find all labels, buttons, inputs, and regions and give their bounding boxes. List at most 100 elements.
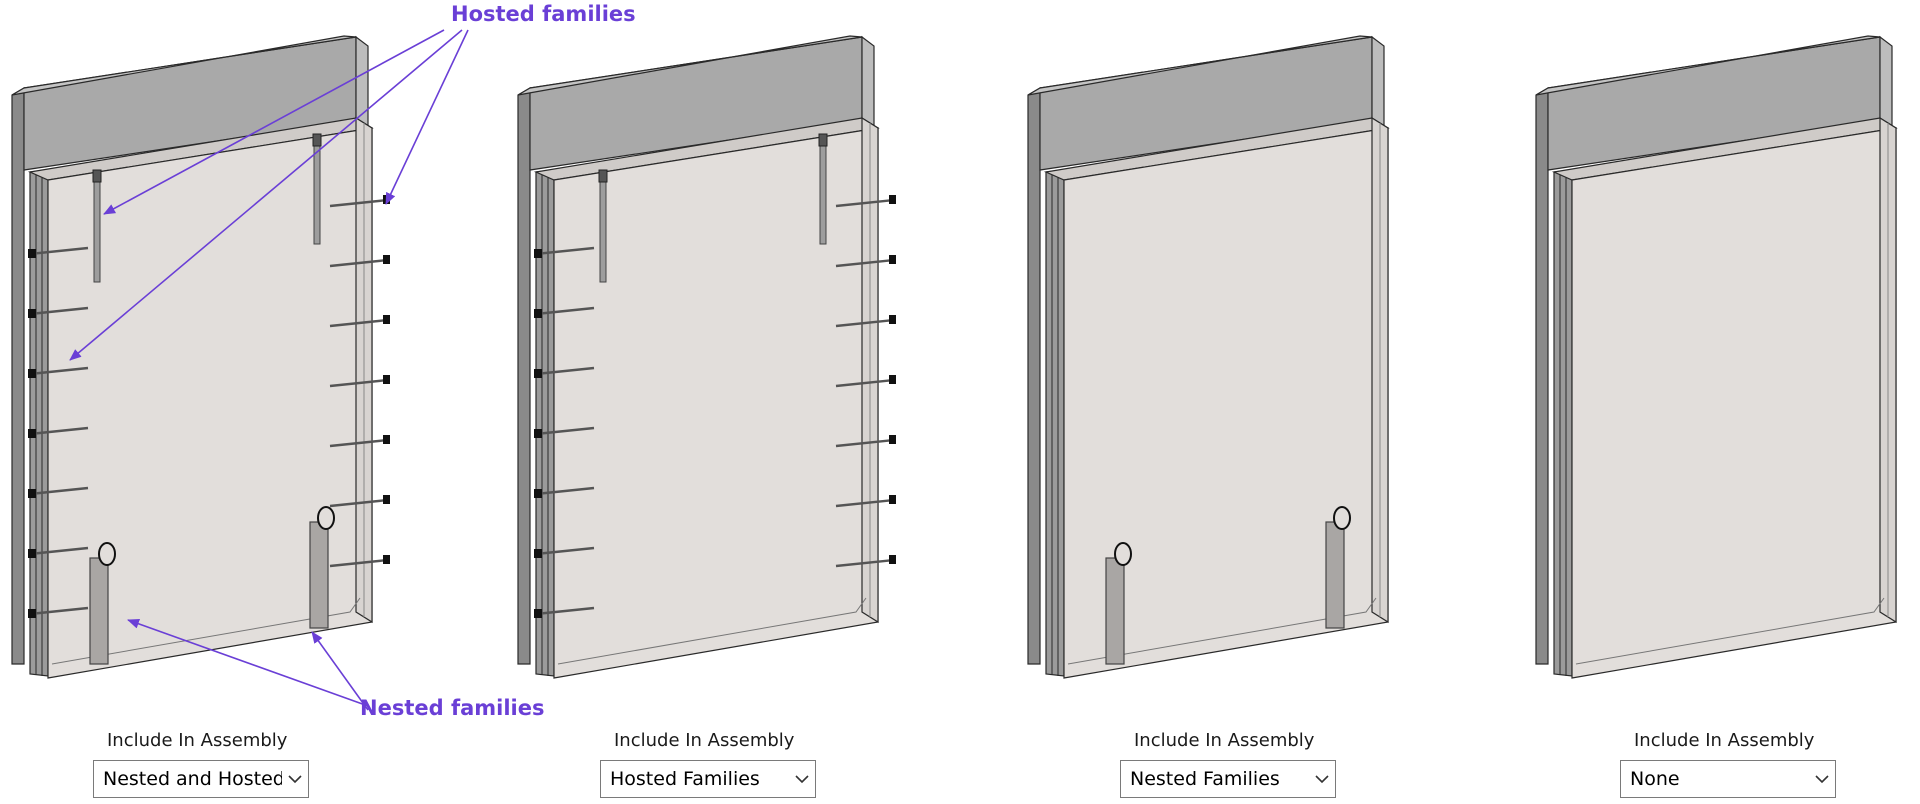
- hosted-connector-end: [534, 429, 542, 438]
- hosted-rod-cap: [818, 133, 828, 147]
- hosted-connector: [535, 306, 595, 316]
- include-in-assembly-label-2: Include In Assembly: [614, 730, 795, 751]
- hosted-connector-end: [28, 429, 36, 438]
- nested-cylinder-top: [1333, 506, 1351, 530]
- hosted-connector-end: [28, 609, 36, 618]
- hosted-connector-end: [534, 369, 542, 378]
- hosted-connector-end: [889, 195, 896, 204]
- dropdown-value: Nested Families: [1130, 768, 1280, 790]
- panel-edge-layers: [535, 169, 555, 677]
- hosted-connector-end: [28, 489, 36, 498]
- wall-panel-3: [1027, 35, 1390, 679]
- hosted-connector: [29, 246, 89, 256]
- hosted-connector-end: [28, 549, 36, 558]
- hosted-connector: [535, 246, 595, 256]
- hosted-connector: [329, 258, 389, 268]
- hosted-connector: [29, 426, 89, 436]
- hosted-connector: [29, 306, 89, 316]
- panel-front-face: [1571, 127, 1897, 679]
- hosted-rod-cap: [598, 169, 608, 183]
- wall-side-face: [517, 86, 531, 665]
- include-in-assembly-label-1: Include In Assembly: [107, 730, 288, 751]
- panel-edge-layers: [1045, 169, 1065, 677]
- hosted-connector: [329, 318, 389, 328]
- include-in-assembly-dropdown-3[interactable]: Nested Families: [1120, 760, 1336, 798]
- hosted-connector-end: [28, 369, 36, 378]
- panel-bottom-lip: [557, 597, 867, 665]
- hosted-connector: [835, 438, 895, 448]
- hosted-connector-end: [383, 555, 390, 564]
- hosted-connector-end: [534, 549, 542, 558]
- panel-bottom-lip: [51, 597, 361, 665]
- wall-side-face: [1535, 86, 1549, 665]
- hosted-connector: [535, 486, 595, 496]
- hosted-connector: [835, 258, 895, 268]
- dropdown-value: Hosted Families: [610, 768, 760, 790]
- callout-arrow: [311, 631, 369, 711]
- wall-right-edge: [1879, 35, 1893, 132]
- include-in-assembly-dropdown-4[interactable]: None: [1620, 760, 1836, 798]
- include-in-assembly-label-3: Include In Assembly: [1134, 730, 1315, 751]
- hosted-connector: [835, 558, 895, 568]
- hosted-connector-end: [383, 315, 390, 324]
- hosted-connector-end: [889, 435, 896, 444]
- wall-panel-4: [1535, 35, 1898, 679]
- hosted-rod: [599, 171, 607, 283]
- panel-edge-layers: [1553, 169, 1573, 677]
- include-in-assembly-dropdown-2[interactable]: Hosted Families: [600, 760, 816, 798]
- panel-bottom-lip: [1067, 597, 1377, 665]
- wall-right-edge: [355, 35, 369, 132]
- dropdown-value: None: [1630, 768, 1680, 790]
- nested-cylinder-top: [1114, 542, 1132, 566]
- nested-cylinder: [89, 557, 109, 665]
- hosted-connector: [535, 606, 595, 616]
- hosted-connector-end: [889, 315, 896, 324]
- hosted-rod-cap: [312, 133, 322, 147]
- include-in-assembly-dropdown-1[interactable]: Nested and Hosted: [93, 760, 309, 798]
- wall-panel-2: [517, 35, 896, 679]
- hosted-connector: [329, 378, 389, 388]
- hosted-connector-end: [889, 375, 896, 384]
- hosted-connector: [835, 498, 895, 508]
- hosted-connector-end: [889, 495, 896, 504]
- hosted-connector: [535, 366, 595, 376]
- chevron-down-icon: [282, 761, 308, 797]
- callout-arrow: [385, 29, 469, 205]
- hosted-connector: [535, 546, 595, 556]
- hosted-connector: [29, 366, 89, 376]
- hosted-connector-end: [889, 555, 896, 564]
- dropdown-value: Nested and Hosted: [103, 768, 282, 790]
- hosted-families-callout: Hosted families: [451, 2, 636, 26]
- hosted-connector-end: [889, 255, 896, 264]
- hosted-connector-end: [534, 249, 542, 258]
- hosted-rod: [93, 171, 101, 283]
- callout-arrow: [69, 29, 463, 361]
- hosted-connector-end: [383, 255, 390, 264]
- hosted-connector: [835, 378, 895, 388]
- wall-right-edge: [861, 35, 875, 132]
- nested-cylinder: [1325, 521, 1345, 629]
- chevron-down-icon: [1309, 761, 1335, 797]
- callout-arrow: [103, 29, 445, 215]
- hosted-connector-end: [383, 495, 390, 504]
- chevron-down-icon: [789, 761, 815, 797]
- hosted-connector-end: [28, 309, 36, 318]
- hosted-connector: [29, 546, 89, 556]
- hosted-connector-end: [534, 309, 542, 318]
- panel-edge-layers: [29, 169, 49, 677]
- hosted-connector: [329, 498, 389, 508]
- hosted-connector: [835, 198, 895, 208]
- hosted-connector: [329, 558, 389, 568]
- hosted-connector: [329, 438, 389, 448]
- hosted-connector-end: [383, 375, 390, 384]
- hosted-connector-end: [534, 609, 542, 618]
- nested-cylinder-top: [98, 542, 116, 566]
- wall-panel-1: [11, 35, 390, 679]
- callout-arrows: [69, 29, 469, 711]
- nested-cylinder: [309, 521, 329, 629]
- hosted-connector: [29, 606, 89, 616]
- hosted-rod: [819, 135, 827, 245]
- hosted-rod-cap: [92, 169, 102, 183]
- hosted-connector-end: [28, 249, 36, 258]
